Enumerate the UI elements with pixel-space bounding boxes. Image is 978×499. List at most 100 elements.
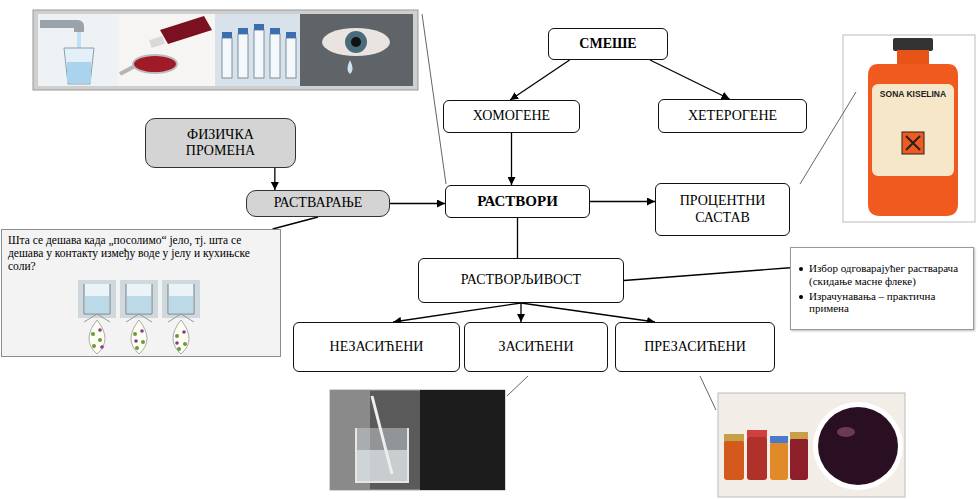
leader-line	[700, 376, 716, 410]
vial	[238, 34, 248, 78]
photo-shadow	[420, 390, 505, 490]
vial-cap	[270, 28, 280, 34]
syrup-bottle	[160, 16, 212, 44]
beaker-water	[169, 296, 193, 313]
concept-box: ХОМОГЕНЕ	[443, 100, 580, 133]
connector-line	[624, 268, 790, 281]
beaker	[84, 284, 110, 314]
leader-line	[800, 92, 856, 184]
drop-zoom	[173, 320, 189, 354]
vial	[286, 38, 296, 78]
node-text: Избор одговарајућег растварача (скидање …	[809, 262, 967, 287]
vial-cap	[222, 32, 232, 38]
node-text: НЕЗАСИЋЕНИ	[330, 339, 424, 355]
question-note: Шта се дешава када „посолимо“ јело, тј. …	[1, 229, 281, 357]
vials-photo	[215, 14, 300, 86]
photo-ground	[215, 14, 300, 86]
acid-bottle-photo	[843, 35, 975, 222]
beaker-water	[85, 296, 109, 313]
vial	[254, 30, 264, 78]
iris	[345, 31, 367, 53]
node-text: ФИЗИЧКА ПРОМЕНА	[171, 127, 271, 159]
berry-jam	[818, 407, 898, 485]
stirring-rod	[372, 396, 392, 474]
vial-cap	[286, 32, 296, 38]
leader-line	[422, 14, 446, 184]
vial-cap	[254, 24, 264, 30]
bottle-label-text: SONA KISELINA	[873, 90, 953, 99]
process-box: РАСТВАРАЊЕ	[246, 190, 390, 217]
bullet-row: Избор одговарајућег растварача (скидање …	[799, 262, 967, 287]
photo-ground	[120, 280, 158, 318]
connector-arrow	[590, 201, 655, 202]
node-text: ПРЕЗАСИЋЕНИ	[644, 339, 746, 355]
connector-arrow	[510, 60, 569, 100]
bottle-neck	[149, 36, 165, 48]
vial	[222, 38, 232, 78]
concept-box: ПРОЦЕНТНИ САСТАВ	[655, 183, 790, 236]
jar-lid	[790, 432, 808, 439]
concept-box: ЗАСИЋЕНИ	[464, 322, 608, 372]
pupil	[351, 37, 361, 47]
photo-ground	[118, 14, 215, 86]
water-particles	[91, 332, 187, 351]
node-text: ХОМОГЕНЕ	[473, 108, 550, 124]
node-text: ЗАСИЋЕНИ	[498, 339, 573, 355]
jar-lid	[724, 434, 744, 441]
spoon	[133, 55, 177, 73]
jam-highlight	[837, 427, 855, 437]
photo-frame	[33, 10, 418, 90]
photo-ground	[78, 280, 116, 318]
node-text: ПРОЦЕНТНИ САСТАВ	[668, 193, 778, 225]
connector-arrow	[521, 303, 655, 322]
node-text: РАСТВОРИ	[477, 193, 558, 210]
bullet-dot	[799, 295, 803, 299]
concept-box: НЕЗАСИЋЕНИ	[293, 322, 460, 372]
beaker	[126, 284, 152, 314]
tap-photo	[38, 14, 118, 86]
process-box: ФИЗИЧКА ПРОМЕНА	[145, 118, 296, 168]
concept-box: РАСТВОРИ	[445, 185, 590, 218]
node-text: СМЕШЕ	[579, 36, 636, 52]
jar-lid	[747, 430, 767, 437]
jam-jar	[770, 442, 788, 480]
salt-particles	[98, 328, 186, 349]
tear	[348, 60, 353, 74]
supersaturated-photo	[718, 393, 905, 497]
leader-lines	[422, 14, 856, 410]
jam-jar	[790, 438, 808, 480]
node-text: РАСТВОРЉИВОСТ	[461, 272, 581, 288]
concept-box: ПРЕЗАСИЋЕНИ	[615, 322, 775, 372]
vial	[270, 34, 280, 78]
jar-lid	[770, 436, 788, 443]
connector-line	[517, 218, 518, 258]
salt-illustration	[1, 229, 281, 357]
connector-arrow	[520, 303, 521, 322]
note-ground	[1, 229, 281, 357]
concept-box: ХЕТЕРОГЕНЕ	[658, 99, 807, 133]
node-text: РАСТВАРАЊЕ	[274, 195, 363, 211]
jam-jar	[724, 440, 744, 480]
eye-photo	[300, 14, 413, 86]
bottle-neck	[897, 50, 929, 64]
connector-arrow	[650, 60, 730, 99]
bowl	[813, 402, 903, 490]
saturated-solution-photo	[330, 390, 505, 490]
beaker	[168, 284, 194, 314]
spoon-handle	[120, 66, 135, 74]
bottle-label	[872, 84, 954, 176]
photo-ground	[38, 14, 118, 86]
tap	[40, 20, 84, 32]
syrup-photo	[118, 14, 215, 86]
glass-water	[67, 62, 91, 83]
bottle-cap	[893, 38, 933, 51]
jam-jar	[747, 436, 767, 480]
photo-ground	[300, 14, 413, 86]
connector-arrow	[390, 203, 445, 204]
bullet-row: Израчунавања – практична примена	[799, 290, 967, 315]
photo-frame	[843, 35, 975, 222]
leader-line	[507, 376, 528, 396]
glass	[64, 48, 94, 84]
